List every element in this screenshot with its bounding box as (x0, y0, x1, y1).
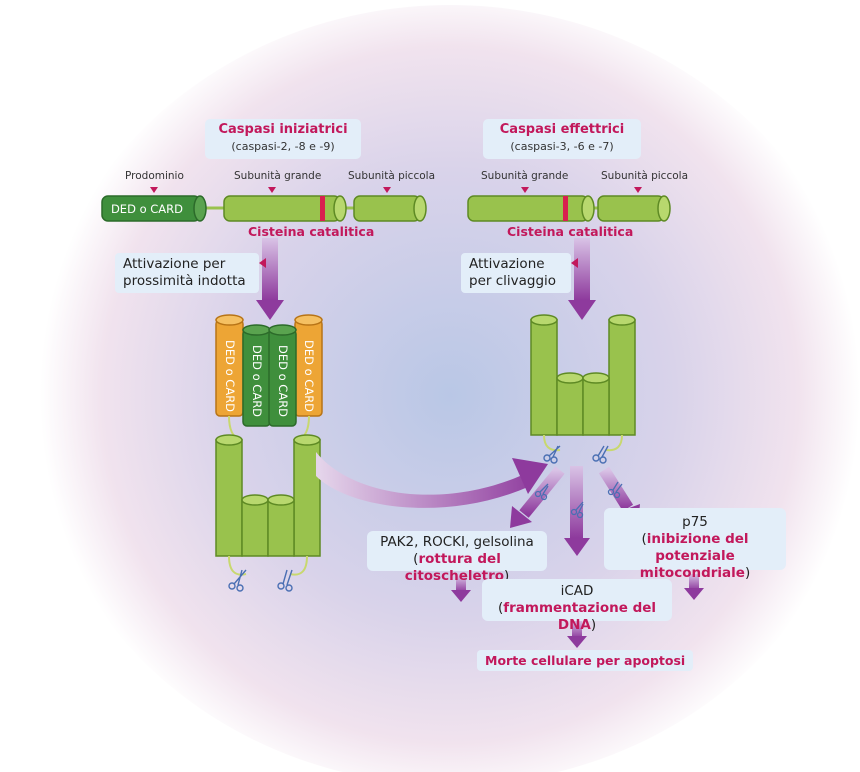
scissors-icon (592, 445, 609, 464)
effector-large-subunit (467, 195, 600, 222)
initiator-large-subunit (223, 195, 347, 222)
effector-active-caspase (530, 314, 636, 452)
arrow-to-pak2 (510, 466, 565, 528)
substrate-icad: iCAD (frammentazione del DNA) (482, 579, 672, 633)
substrate-pak2-effect: rottura del citoscheletro (404, 551, 505, 584)
effector-cysteine-label: Cisteina catalitica (507, 224, 634, 239)
outcome-label: Morte cellulare per apoptosi (477, 650, 694, 671)
scissors-icon (607, 481, 623, 499)
activation-marker (259, 258, 266, 268)
effector-activation-label: Attivazione per clivaggio (461, 253, 571, 293)
ded-card-label: DED o CARD (223, 340, 237, 412)
arrow-down-p75 (684, 574, 704, 600)
effector-large-marker (521, 187, 529, 193)
scissors-icon (570, 501, 584, 519)
arrow-down-icad (567, 620, 587, 648)
initiator-small-label: Subunità piccola (348, 170, 436, 182)
ded-card-label: DED o CARD (250, 345, 264, 417)
ded-card-label: DED o CARD (276, 345, 290, 417)
substrate-p75: p75 (inibizione del potenziale mitocondr… (604, 508, 786, 581)
effector-activation-line2: per clivaggio (469, 273, 557, 289)
initiator-prodomain (101, 195, 356, 222)
substrate-p75-name: p75 (682, 514, 708, 530)
arrow-down-pak2 (451, 576, 471, 602)
scissors-icon (228, 569, 247, 592)
prodomain-label: Prodominio (125, 170, 184, 182)
arrow-to-icad (564, 466, 590, 556)
effector-small-subunit (597, 195, 671, 222)
activation-marker (571, 258, 578, 268)
substrate-p75-effect-2: mitocondriale (639, 565, 745, 581)
initiator-title-box: Caspasi iniziatrici (caspasi-2, -8 e -9) (205, 119, 361, 159)
substrate-p75-effect-1: inibizione del potenziale (646, 531, 749, 564)
initiator-activation-line1: Attivazione per (123, 256, 226, 272)
initiator-active-caspase (215, 434, 321, 576)
substrate-pak2-name: PAK2, ROCKI, gelsolina (380, 534, 534, 550)
substrate-icad-name: iCAD (560, 583, 594, 599)
initiator-activation-label: Attivazione per prossimità indotta (115, 253, 259, 293)
effector-activation-arrow (568, 238, 596, 320)
initiator-small-subunit (353, 195, 427, 222)
effector-small-label: Subunità piccola (601, 170, 689, 182)
initiator-activation-arrow (256, 238, 284, 320)
effector-title: Caspasi effettrici (499, 122, 625, 137)
substrate-icad-effect: frammentazione del DNA (503, 600, 657, 633)
small-subunit-marker (383, 187, 391, 193)
substrate-pak2: PAK2, ROCKI, gelsolina (rottura del cito… (367, 531, 547, 584)
large-subunit-marker (268, 187, 276, 193)
scissors-icon (277, 569, 293, 592)
prodomain-domain-label: DED o CARD (111, 202, 183, 216)
ded-card-label: DED o CARD (302, 340, 316, 412)
initiator-activation-line2: prossimità indotta (123, 273, 246, 289)
effector-title-box: Caspasi effettrici (caspasi-3, -6 e -7) (483, 119, 641, 159)
effector-activation-line1: Attivazione (469, 256, 545, 272)
ded-card-cylinders (215, 314, 323, 427)
effector-subtitle: (caspasi-3, -6 e -7) (510, 140, 614, 153)
effector-large-label: Subunità grande (481, 170, 569, 182)
effector-small-marker (634, 187, 642, 193)
scissors-icon (534, 483, 549, 501)
initiator-large-label: Subunità grande (234, 170, 322, 182)
prodomain-marker (150, 187, 158, 193)
activation-curved-arrow (316, 452, 548, 508)
initiator-cysteine-label: Cisteina catalitica (248, 224, 375, 239)
background-glow (30, 5, 860, 772)
initiator-title: Caspasi iniziatrici (218, 122, 348, 137)
scissors-icon (543, 445, 561, 464)
initiator-subtitle: (caspasi-2, -8 e -9) (231, 140, 335, 153)
